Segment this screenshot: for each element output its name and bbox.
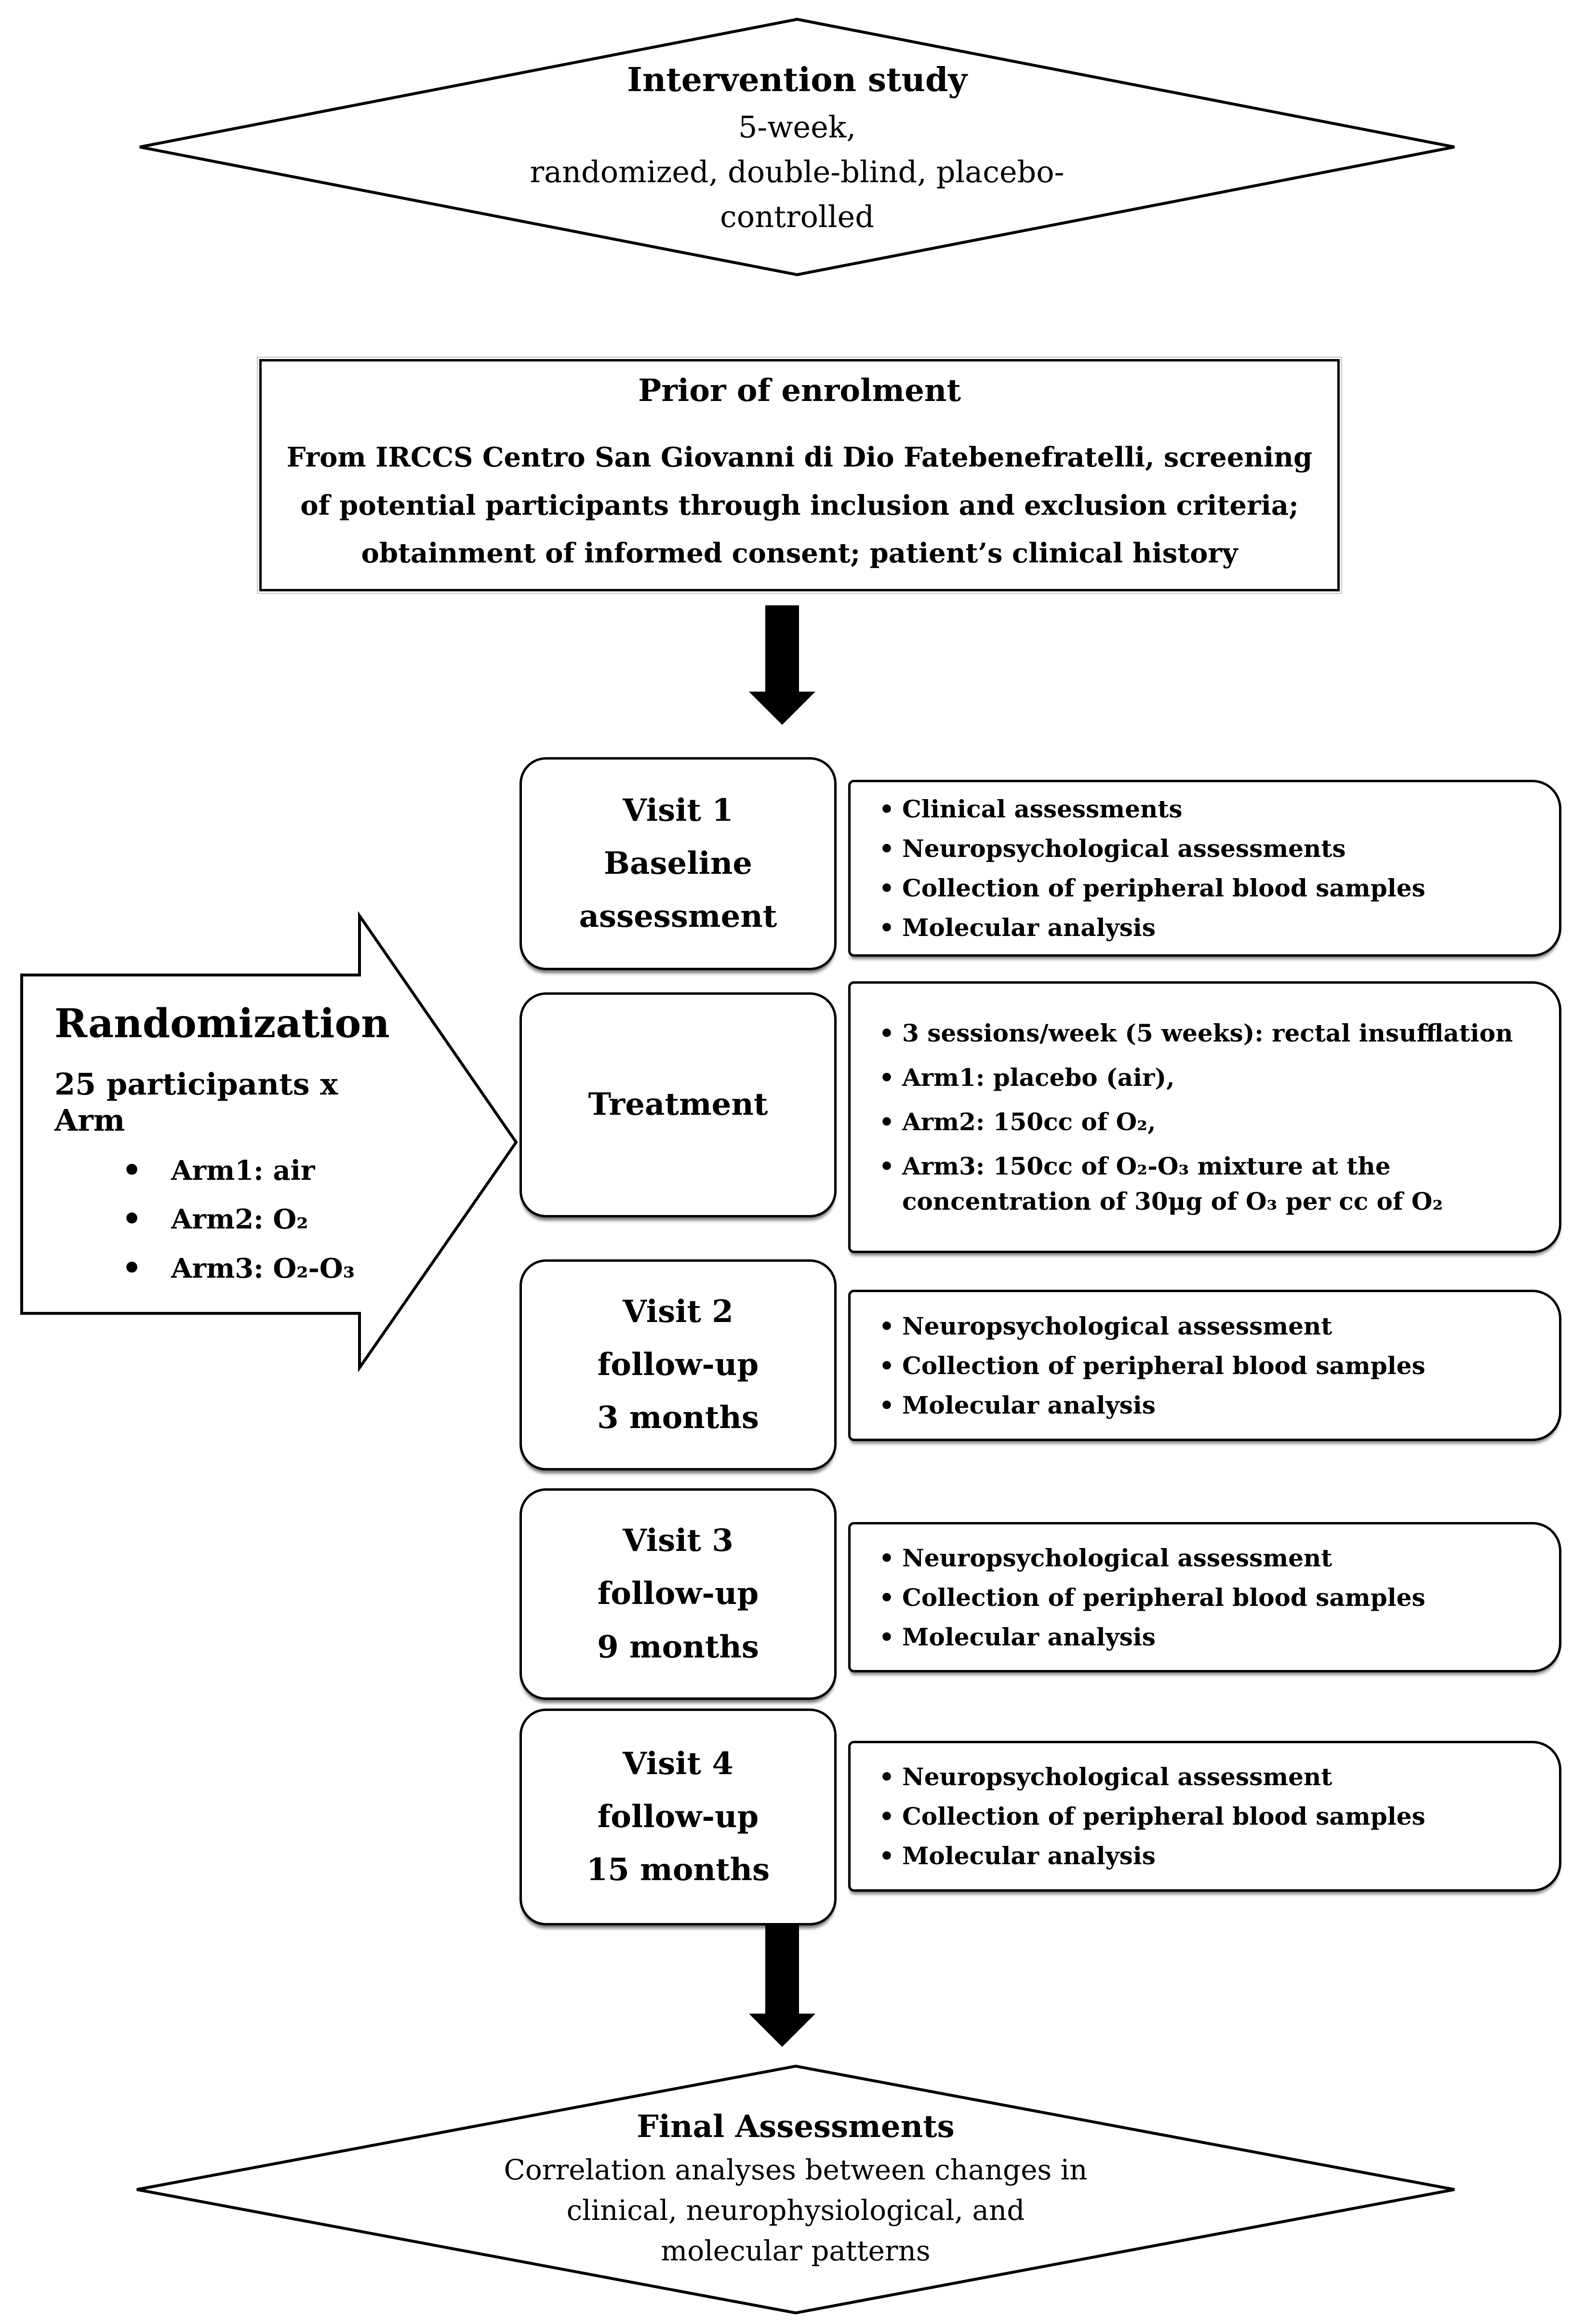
randomization-label: Randomization 25 participants x Arm Arm1… bbox=[22, 975, 390, 1313]
visit-4-label-line: 15 months bbox=[586, 1852, 770, 1888]
randomization-arm-list: Arm1: air Arm2: O₂ Arm3: O₂-O₃ bbox=[54, 1152, 357, 1287]
final-assessments-label: Final Assessments Correlation analyses b… bbox=[352, 2082, 1239, 2294]
details-bullet: Neuropsychological assessment bbox=[877, 1309, 1540, 1344]
visit-1-details-box: Clinical assessments Neuropsychological … bbox=[848, 780, 1561, 957]
visit-1-box: Visit 1 Baseline assessment bbox=[520, 757, 837, 970]
visit-4-box: Visit 4 follow-up 15 months bbox=[520, 1709, 837, 1925]
visit-4-details-list: Neuropsychological assessment Collection… bbox=[877, 1755, 1540, 1878]
randomization-arm-item: Arm1: air bbox=[122, 1152, 357, 1189]
visit-4-label-line: follow-up bbox=[597, 1798, 759, 1835]
details-bullet: Clinical assessments bbox=[877, 791, 1540, 827]
details-bullet: Neuropsychological assessments bbox=[877, 831, 1540, 866]
randomization-arm-item: Arm2: O₂ bbox=[122, 1201, 357, 1238]
visit-3-label-line: 9 months bbox=[597, 1629, 759, 1665]
intervention-study-label: Intervention study 5-week, randomized, d… bbox=[376, 46, 1218, 248]
final-assessments-line: Correlation analyses between changes in bbox=[504, 2153, 1088, 2187]
treatment-details-box: 3 sessions/week (5 weeks): rectal insuff… bbox=[848, 981, 1561, 1253]
details-bullet: Molecular analysis bbox=[877, 1388, 1540, 1423]
prior-enrolment-box: Prior of enrolment From IRCCS Centro San… bbox=[257, 357, 1342, 594]
randomization-title: Randomization bbox=[54, 1001, 390, 1047]
visit-1-label-line: Baseline bbox=[603, 845, 753, 882]
treatment-box: Treatment bbox=[520, 992, 837, 1217]
details-bullet: Neuropsychological assessment bbox=[877, 1540, 1540, 1576]
details-bullet: 3 sessions/week (5 weeks): rectal insuff… bbox=[877, 1015, 1540, 1051]
visit-2-details-list: Neuropsychological assessment Collection… bbox=[877, 1304, 1540, 1427]
details-bullet: Arm2: 150cc of O₂, bbox=[877, 1104, 1540, 1139]
randomization-arm-item: Arm3: O₂-O₃ bbox=[122, 1250, 357, 1287]
visit-2-label-line: 3 months bbox=[597, 1400, 759, 1436]
bottom-diamond-shape bbox=[136, 2064, 1455, 2315]
final-assessments-title: Final Assessments bbox=[637, 2109, 955, 2145]
details-bullet: Collection of peripheral blood samples bbox=[877, 1348, 1540, 1383]
down-arrow-icon bbox=[749, 605, 815, 725]
visit-2-label-line: Visit 2 bbox=[623, 1293, 733, 1330]
treatment-label-line: Treatment bbox=[588, 1086, 768, 1123]
prior-enrolment-line: of potential participants through inclus… bbox=[300, 489, 1299, 521]
intervention-study-line: randomized, double-blind, placebo- bbox=[530, 154, 1065, 189]
visit-3-label-line: follow-up bbox=[597, 1576, 759, 1612]
final-assessments-line: clinical, neurophysiological, and bbox=[566, 2194, 1025, 2227]
visit-2-box: Visit 2 follow-up 3 months bbox=[520, 1259, 837, 1470]
final-assessments-line: molecular patterns bbox=[661, 2234, 931, 2268]
details-bullet: Collection of peripheral blood samples bbox=[877, 1580, 1540, 1615]
details-bullet: Arm3: 150cc of O₂-O₃ mixture at the conc… bbox=[877, 1149, 1540, 1219]
visit-4-details-box: Neuropsychological assessment Collection… bbox=[848, 1741, 1561, 1892]
prior-enrolment-line: obtainment of informed consent; patient’… bbox=[361, 537, 1238, 570]
details-bullet: Molecular analysis bbox=[877, 910, 1540, 945]
visit-4-label-line: Visit 4 bbox=[623, 1745, 733, 1782]
intervention-study-title: Intervention study bbox=[627, 60, 967, 99]
visit-3-details-list: Neuropsychological assessment Collection… bbox=[877, 1536, 1540, 1659]
visit-3-box: Visit 3 follow-up 9 months bbox=[520, 1488, 837, 1700]
details-bullet: Arm1: placebo (air), bbox=[877, 1060, 1540, 1095]
visit-3-label-line: Visit 3 bbox=[623, 1523, 733, 1559]
visit-1-label-line: Visit 1 bbox=[623, 792, 733, 828]
top-diamond-shape bbox=[139, 17, 1455, 277]
treatment-details-list: 3 sessions/week (5 weeks): rectal insuff… bbox=[877, 1006, 1540, 1228]
visit-2-label-line: follow-up bbox=[597, 1346, 759, 1383]
intervention-study-line: controlled bbox=[720, 199, 874, 234]
visit-2-details-box: Neuropsychological assessment Collection… bbox=[848, 1290, 1561, 1441]
details-bullet: Neuropsychological assessment bbox=[877, 1759, 1540, 1794]
prior-enrolment-title: Prior of enrolment bbox=[638, 372, 961, 409]
prior-enrolment-line: From IRCCS Centro San Giovanni di Dio Fa… bbox=[286, 441, 1313, 473]
details-bullet: Molecular analysis bbox=[877, 1838, 1540, 1873]
intervention-study-line: 5-week, bbox=[738, 109, 856, 145]
details-bullet: Collection of peripheral blood samples bbox=[877, 870, 1540, 906]
randomization-subtitle: 25 participants x Arm bbox=[54, 1067, 338, 1138]
details-bullet: Collection of peripheral blood samples bbox=[877, 1799, 1540, 1834]
down-arrow-icon bbox=[749, 1922, 815, 2047]
visit-1-details-list: Clinical assessments Neuropsychological … bbox=[877, 787, 1540, 949]
visit-1-label-line: assessment bbox=[579, 898, 777, 935]
details-bullet: Molecular analysis bbox=[877, 1619, 1540, 1655]
visit-3-details-box: Neuropsychological assessment Collection… bbox=[848, 1522, 1561, 1672]
